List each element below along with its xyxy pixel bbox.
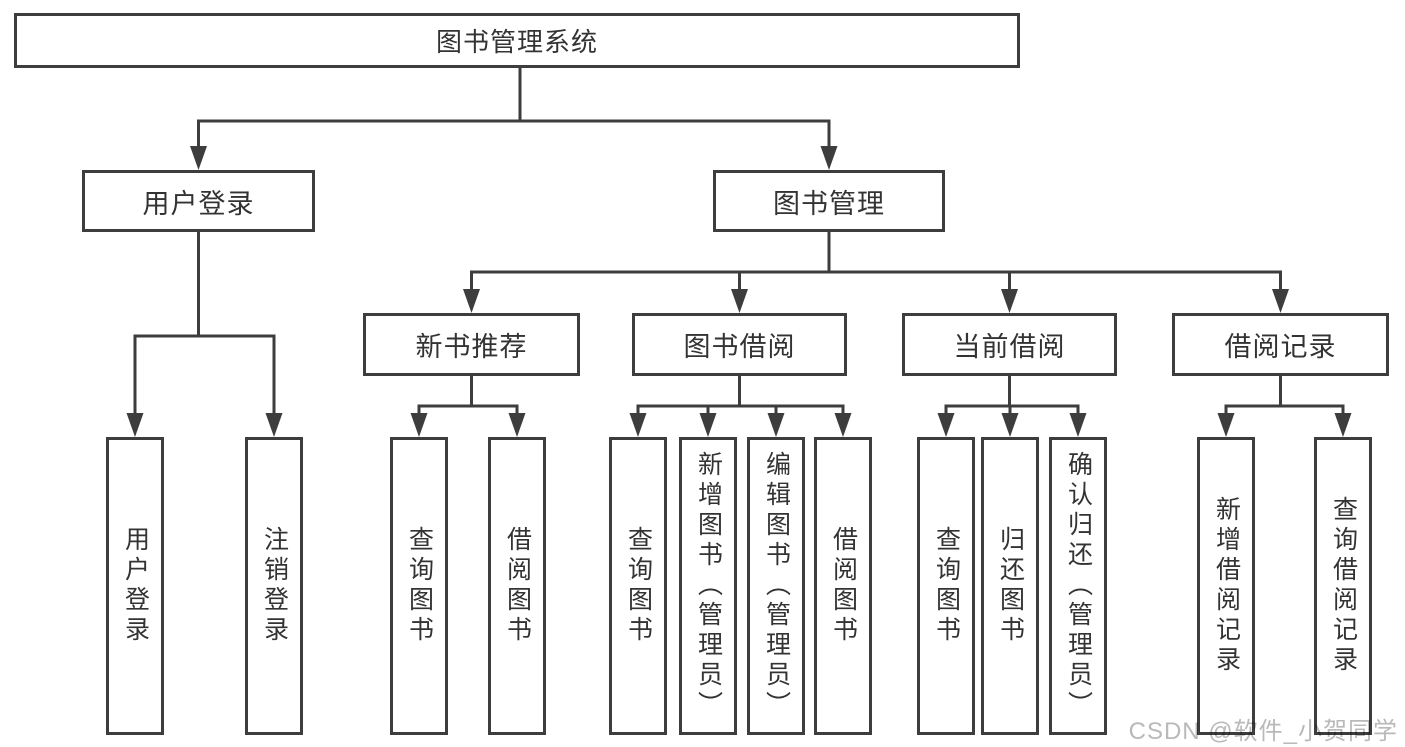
node-query-borrow-record-leaf: 查询借阅记录 — [1314, 437, 1372, 735]
node-query-books-leaf-3: 查询图书 — [917, 437, 975, 735]
node-borrow-books-leaf-1-label: 借阅图书 — [503, 526, 532, 646]
node-root-label: 图书管理系统 — [435, 27, 598, 57]
node-confirm-return-admin-leaf-label: 确认归还（管理员） — [1064, 451, 1093, 721]
watermark: CSDN @软件_小贺同学 — [1128, 718, 1398, 745]
node-user-login-leaf-label: 用户登录 — [121, 526, 150, 646]
node-book-borrowing: 图书借阅 — [632, 313, 847, 376]
node-current-borrowing-label: 当前借阅 — [953, 332, 1066, 362]
node-confirm-return-admin-leaf: 确认归还（管理员） — [1049, 437, 1107, 735]
node-borrowing-records-label: 借阅记录 — [1224, 332, 1337, 362]
node-add-borrow-record-leaf-label: 新增借阅记录 — [1212, 496, 1241, 676]
node-user-login-leaf: 用户登录 — [106, 437, 164, 735]
node-book-borrowing-label: 图书借阅 — [683, 332, 796, 362]
node-book-management: 图书管理 — [713, 170, 945, 232]
node-edit-book-admin-leaf: 编辑图书（管理员） — [747, 437, 805, 735]
node-root: 图书管理系统 — [14, 13, 1020, 68]
node-new-book-recommendation: 新书推荐 — [363, 313, 580, 376]
node-new-book-recommendation-label: 新书推荐 — [415, 332, 528, 362]
node-query-books-leaf-2-label: 查询图书 — [624, 526, 653, 646]
node-query-books-leaf-3-label: 查询图书 — [932, 526, 961, 646]
node-current-borrowing: 当前借阅 — [902, 313, 1117, 376]
node-query-books-leaf-1-label: 查询图书 — [405, 526, 434, 646]
node-return-books-leaf: 归还图书 — [981, 437, 1039, 735]
node-edit-book-admin-leaf-label: 编辑图书（管理员） — [762, 451, 791, 721]
node-add-book-admin-leaf: 新增图书（管理员） — [679, 437, 737, 735]
node-add-book-admin-leaf-label: 新增图书（管理员） — [694, 451, 723, 721]
node-borrow-books-leaf-1: 借阅图书 — [488, 437, 546, 735]
node-logout-leaf: 注销登录 — [245, 437, 303, 735]
node-query-books-leaf-1: 查询图书 — [390, 437, 448, 735]
node-borrow-books-leaf-2: 借阅图书 — [814, 437, 872, 735]
node-borrow-books-leaf-2-label: 借阅图书 — [829, 526, 858, 646]
node-book-management-label: 图书管理 — [773, 188, 885, 219]
node-query-books-leaf-2: 查询图书 — [609, 437, 667, 735]
node-logout-leaf-label: 注销登录 — [260, 526, 289, 646]
node-return-books-leaf-label: 归还图书 — [996, 526, 1025, 646]
node-user-login: 用户登录 — [82, 170, 315, 232]
node-query-borrow-record-leaf-label: 查询借阅记录 — [1329, 496, 1358, 676]
node-borrowing-records: 借阅记录 — [1172, 313, 1389, 376]
node-add-borrow-record-leaf: 新增借阅记录 — [1197, 437, 1255, 735]
node-user-login-label: 用户登录 — [142, 188, 255, 219]
